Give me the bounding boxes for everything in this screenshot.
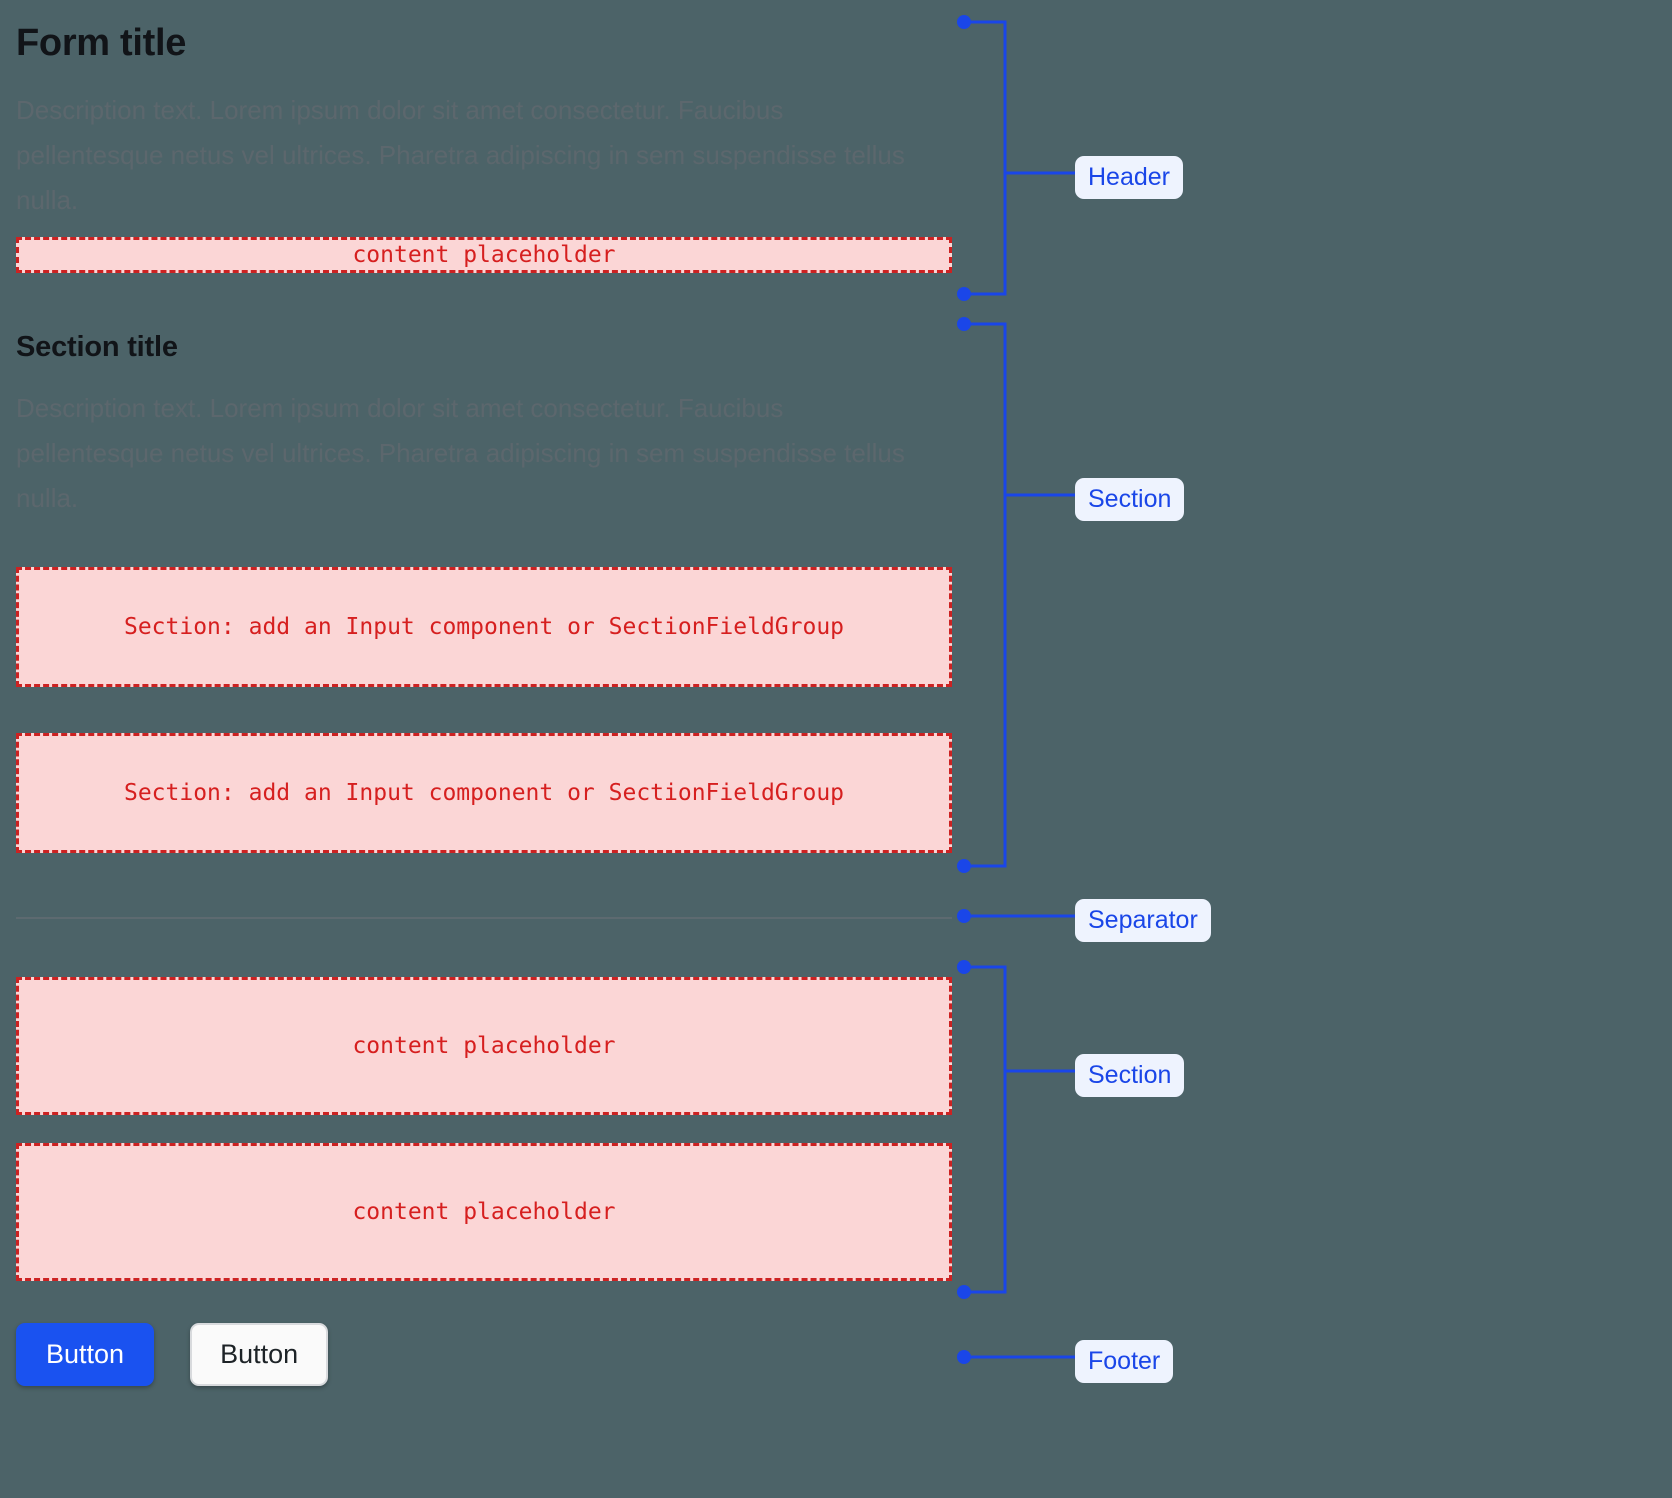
separator: [16, 916, 952, 919]
secondary-button[interactable]: Button: [190, 1322, 329, 1386]
annotation-badge-section-upper: Section: [1075, 478, 1185, 521]
annotation-badge-header: Header: [1075, 156, 1183, 199]
section-title: Section title: [16, 330, 178, 363]
annotation-badge-section-lower: Section: [1075, 1054, 1185, 1097]
form-title: Form title: [16, 22, 187, 64]
anchor-dot-section-upper-bottom: [957, 859, 971, 873]
anchor-dot-section-lower-top: [957, 960, 971, 974]
header-content-placeholder: content placeholder: [16, 236, 952, 273]
annotation-badge-separator: Separator: [1075, 899, 1211, 942]
anchor-dot-separator: [957, 909, 971, 923]
form-header-region: Form title Description text. Lorem ipsum…: [16, 22, 952, 273]
annotation-anchor-dots: [957, 15, 971, 1364]
annotation-badge-footer: Footer: [1075, 1340, 1174, 1383]
section-field-placeholder-2: Section: add an Input component or Secti…: [16, 732, 952, 853]
section-lower-bracket: [964, 965, 1007, 1294]
form-content-column: Form title Description text. Lorem ipsum…: [16, 0, 952, 1386]
form-section-upper: Section title Description text. Lorem ip…: [16, 331, 952, 853]
section-field-placeholder-1: Section: add an Input component or Secti…: [16, 566, 952, 687]
anchor-dot-section-lower-bottom: [957, 1285, 971, 1299]
anchor-dot-header-top: [957, 15, 971, 29]
lower-content-placeholder-1: content placeholder: [16, 976, 952, 1115]
section-upper-bracket: [964, 322, 1007, 868]
form-header-description: Description text. Lorem ipsum dolor sit …: [16, 94, 905, 215]
form-section-lower: content placeholder content placeholder: [16, 976, 952, 1281]
form-footer: Button Button: [16, 1322, 952, 1386]
lower-content-placeholder-2: content placeholder: [16, 1142, 952, 1281]
anchor-dot-section-upper-top: [957, 317, 971, 331]
anchor-dot-header-bottom: [957, 287, 971, 301]
primary-button[interactable]: Button: [16, 1322, 155, 1386]
section-description: Description text. Lorem ipsum dolor sit …: [16, 392, 905, 513]
anchor-dot-footer: [957, 1350, 971, 1364]
header-bracket: [964, 20, 1007, 296]
